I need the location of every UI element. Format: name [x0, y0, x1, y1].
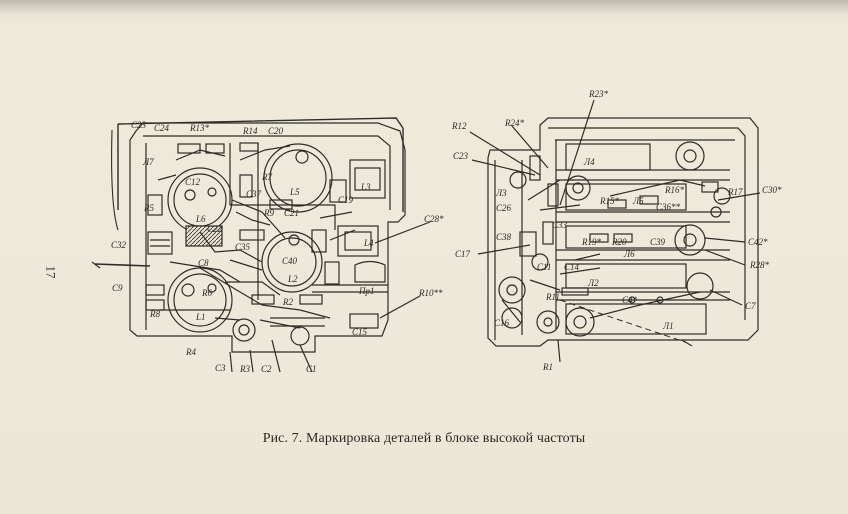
- right-chassis: [487, 117, 759, 347]
- label-c4: C4*: [622, 295, 638, 305]
- label-l3: L3: [360, 182, 371, 192]
- label-r1: R1: [542, 362, 553, 372]
- label-c19: C19: [338, 195, 354, 205]
- label-r24: R24*: [504, 118, 524, 128]
- label-c15: C15: [352, 327, 368, 337]
- label-c21: C21: [284, 208, 299, 218]
- label-c36: C36**: [656, 202, 681, 212]
- label-c2: C2: [261, 364, 272, 374]
- label-c30: C30*: [762, 185, 782, 195]
- label-r17: R17: [727, 187, 743, 197]
- label-l4r: Л4: [583, 157, 595, 167]
- label-c40: C40: [282, 256, 298, 266]
- label-l3r: Л3: [495, 188, 507, 198]
- label-l7: Л7: [142, 157, 154, 167]
- left-labels: C23 C24 R13* R14 C20 Л7 C32 L6 R7 C37 L5…: [111, 120, 444, 374]
- label-r5: R5: [143, 203, 154, 213]
- label-l6r: Л6: [623, 249, 635, 259]
- label-c11: C11: [537, 262, 551, 272]
- label-c37: C37: [246, 189, 262, 199]
- label-r6: R6: [201, 288, 212, 298]
- label-l6: L6: [195, 214, 206, 224]
- label-r7: R7: [261, 172, 272, 182]
- label-r15: R15*: [599, 196, 619, 206]
- right-labels: R12 R24* R23* C23 Л4 Л3 C26 R16* R17 C30…: [451, 89, 782, 372]
- label-l2r: Л2: [587, 278, 599, 288]
- label-r2: R2: [282, 297, 293, 307]
- left-chassis: [91, 117, 406, 353]
- label-r4: R4: [185, 347, 196, 357]
- figure-caption: Рис. 7. Маркировка деталей в блоке высок…: [262, 431, 586, 446]
- label-r3: R3: [239, 364, 250, 374]
- label-c9: C9: [112, 283, 123, 293]
- label-l5: L5: [289, 187, 300, 197]
- label-c28: C28*: [424, 214, 444, 224]
- label-c32: C32: [111, 240, 127, 250]
- label-r9: R9: [263, 208, 274, 218]
- label-r20: R20: [611, 237, 627, 247]
- right-components: [469, 99, 761, 363]
- label-c33: C33: [552, 220, 568, 230]
- label-c8: C8: [198, 258, 209, 268]
- label-c23: C23: [131, 120, 147, 130]
- label-c24: C24: [154, 123, 170, 133]
- label-r13: R13*: [189, 123, 209, 133]
- label-r14: R14: [242, 126, 258, 136]
- label-c26: C26: [496, 203, 512, 213]
- label-r19: R19*: [581, 237, 601, 247]
- label-c35: C35: [235, 242, 251, 252]
- page-top-shadow: [0, 0, 848, 14]
- label-c14: C14: [564, 262, 580, 272]
- label-c17: C17: [455, 249, 471, 259]
- label-c16: C16: [494, 318, 510, 328]
- label-c3: C3: [215, 363, 226, 373]
- label-c42: C42*: [748, 237, 768, 247]
- label-l1: L1: [195, 312, 206, 322]
- label-c39: C39: [650, 237, 666, 247]
- label-c1: C1: [306, 364, 317, 374]
- label-l1r: Л1: [662, 321, 674, 331]
- label-r23: R23*: [588, 89, 608, 99]
- label-c7: C7: [745, 301, 756, 311]
- label-l5r: Л5: [632, 196, 644, 206]
- label-r28: R28*: [749, 260, 769, 270]
- label-c20: C20: [268, 126, 284, 136]
- label-r10: R10**: [418, 288, 443, 298]
- left-components: [145, 142, 431, 373]
- label-l2: L2: [287, 274, 298, 284]
- label-r11: R11: [545, 292, 560, 302]
- label-r16: R16*: [664, 185, 684, 195]
- label-c23r: C23: [453, 151, 469, 161]
- label-c22: C22: [207, 224, 223, 234]
- label-c12: C12: [185, 177, 201, 187]
- label-l4: L4: [363, 238, 374, 248]
- label-c38: C38: [496, 232, 512, 242]
- label-r8: R8: [149, 309, 160, 319]
- label-pr1: Пр1: [358, 286, 375, 296]
- label-r12: R12: [451, 121, 467, 131]
